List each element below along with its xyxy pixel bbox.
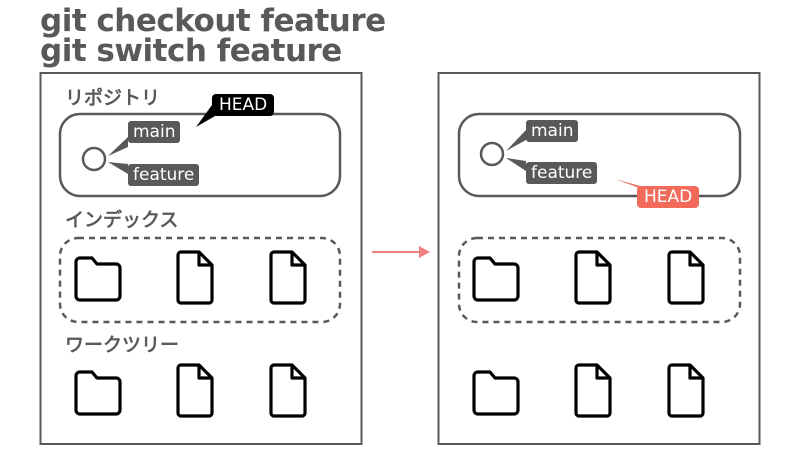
right-worktree-file-icon-2 xyxy=(667,363,705,418)
left-index-file-icon-1 xyxy=(176,250,214,305)
right-index-file-icon-2 xyxy=(667,250,705,305)
left-commit-circle xyxy=(81,146,107,172)
right-index-file-icon-1 xyxy=(574,250,612,305)
left-worktree-file-icon-2 xyxy=(269,363,307,418)
right-commit-circle xyxy=(479,141,505,167)
right-repository-box xyxy=(457,112,742,198)
command-checkout: git checkout feature xyxy=(40,3,386,39)
left-main-pointer xyxy=(108,137,128,156)
left-head-tag: HEAD xyxy=(212,94,275,116)
left-index-folder-icon xyxy=(74,256,122,302)
right-feature-pointer xyxy=(506,158,526,171)
right-worktree-folder-icon xyxy=(472,370,520,416)
left-worktree-file-icon-1 xyxy=(176,363,214,418)
repository-label: リポジトリ xyxy=(65,87,161,109)
right-worktree-file-icon-1 xyxy=(574,363,612,418)
right-panel-frame xyxy=(437,72,761,445)
index-label: インデックス xyxy=(65,209,179,231)
right-index-folder-icon xyxy=(472,256,520,302)
right-head-tag: HEAD xyxy=(637,186,700,208)
left-worktree-folder-icon xyxy=(74,370,122,416)
left-repository-box xyxy=(58,112,342,198)
transition-arrow-head xyxy=(419,246,430,258)
command-switch: git switch feature xyxy=(40,33,342,69)
right-index-box xyxy=(457,236,742,324)
right-main-pointer xyxy=(506,130,526,151)
worktree-label: ワークツリー xyxy=(65,334,180,356)
right-feature-tag: feature xyxy=(526,162,598,184)
left-feature-pointer xyxy=(108,162,128,174)
left-main-tag: main xyxy=(128,121,181,143)
left-index-file-icon-2 xyxy=(269,250,307,305)
right-main-tag: main xyxy=(526,120,579,142)
left-panel-frame xyxy=(39,72,363,445)
left-feature-tag: feature xyxy=(128,164,200,186)
left-index-box xyxy=(58,236,342,324)
